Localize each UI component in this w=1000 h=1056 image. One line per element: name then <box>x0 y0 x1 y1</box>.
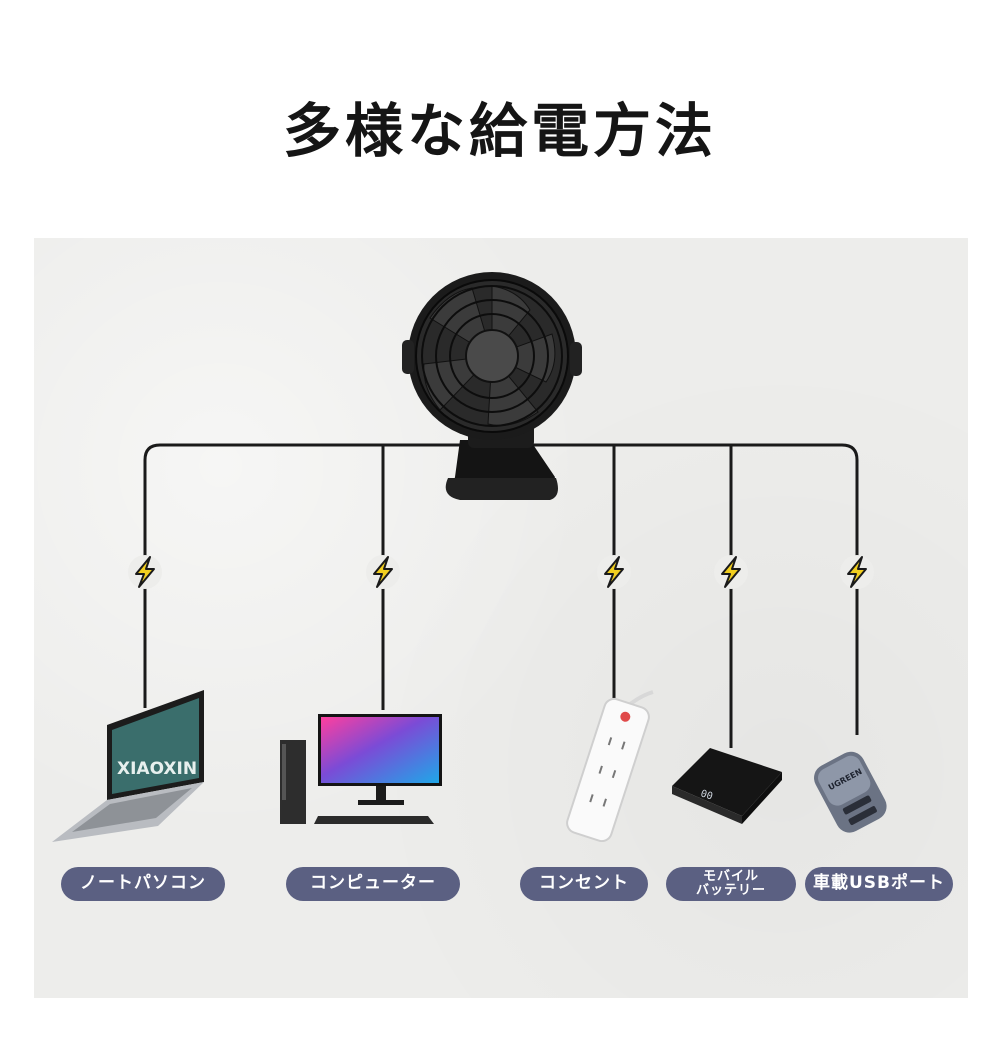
laptop-icon: XIAOXIN <box>52 690 204 842</box>
desktop-computer-icon <box>280 714 442 824</box>
label-car-usb-port: 車載USBポート <box>805 867 953 901</box>
label-computer: コンピューター <box>286 867 460 901</box>
power-strip-icon <box>566 690 654 842</box>
power-bank-icon: 00 <box>672 748 782 824</box>
bolt-icon <box>597 555 631 589</box>
bolt-icon <box>366 555 400 589</box>
label-mobile-battery-line2: バッテリー <box>695 883 766 898</box>
page-title: 多様な給電方法 <box>282 97 717 165</box>
bolt-icon <box>840 555 874 589</box>
laptop-screen-text: XIAOXIN <box>117 759 197 779</box>
clip-fan-icon <box>402 272 582 500</box>
label-outlet: コンセント <box>520 867 648 901</box>
label-mobile-battery: モバイル バッテリー <box>666 867 796 901</box>
label-mobile-battery-line1: モバイル <box>702 869 759 885</box>
powerbank-display-text: 00 <box>699 788 714 802</box>
car-usb-charger-icon: UGREEN <box>814 751 887 833</box>
bolt-icon <box>128 555 162 589</box>
bolt-icon <box>714 555 748 589</box>
label-laptop: ノートパソコン <box>61 867 225 901</box>
